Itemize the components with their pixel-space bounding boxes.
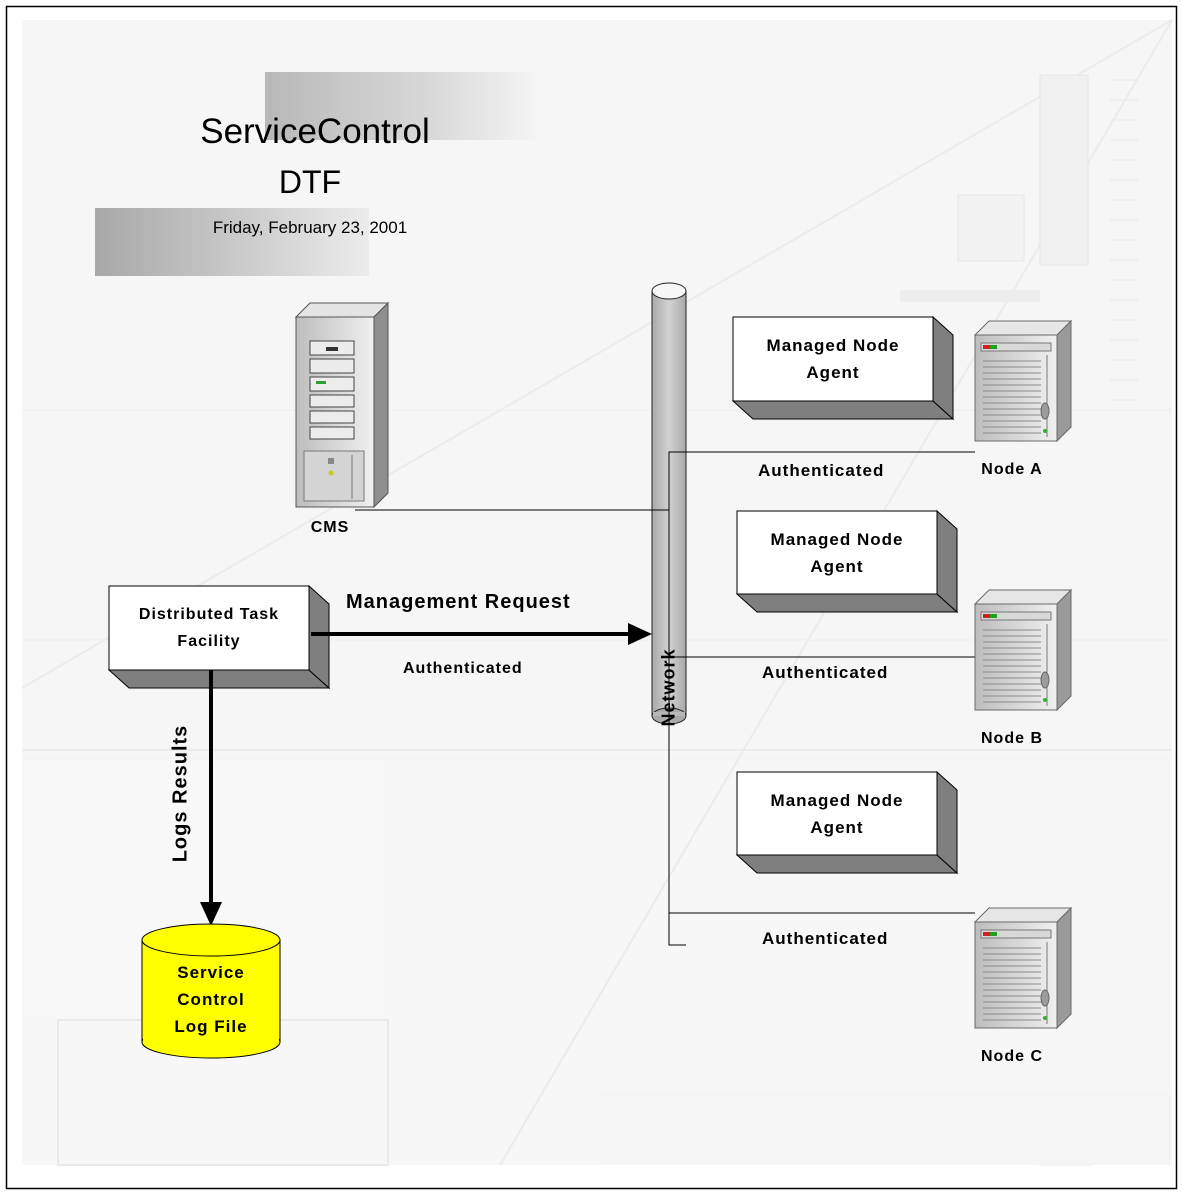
cms-server <box>294 301 390 509</box>
log-file-line1: Service <box>177 963 245 982</box>
agent-c-line2: Agent <box>810 818 864 837</box>
dtf-line1: Distributed Task <box>138 606 280 623</box>
logs-results-arrow <box>200 670 222 926</box>
log-file-line2: Control <box>177 990 245 1009</box>
title-line1: ServiceControl <box>200 112 430 151</box>
agent-b-line2: Agent <box>810 557 864 576</box>
agent-a-line2: Agent <box>806 363 860 382</box>
agent-b-line1: Managed Node <box>770 530 904 549</box>
node-c-authenticated-label: Authenticated <box>762 929 889 948</box>
agent-box-a-shape <box>731 315 955 421</box>
connector-lines <box>355 451 975 946</box>
management-request-label: Management Request <box>346 591 571 613</box>
dtf-box-shape <box>107 584 331 690</box>
node-a-server <box>974 320 1072 442</box>
node-b-authenticated-label: Authenticated <box>762 663 889 682</box>
title-line2: DTF <box>278 164 342 200</box>
cms-label: CMS <box>310 519 350 536</box>
title-bar-top <box>265 72 537 140</box>
request-authenticated-label: Authenticated <box>403 660 523 677</box>
agent-a-line1: Managed Node <box>766 336 900 355</box>
network-label: Network <box>658 648 679 727</box>
node-b-server <box>974 589 1072 711</box>
title-bar-bottom <box>95 208 369 276</box>
diagram-frame <box>5 5 1178 1190</box>
node-c-label: Node C <box>981 1048 1043 1065</box>
node-a-label: Node A <box>981 461 1043 478</box>
node-b-label: Node B <box>981 730 1043 747</box>
node-c-server <box>974 907 1072 1029</box>
title-date: Friday, February 23, 2001 <box>212 218 408 237</box>
logs-results-label: Logs Results <box>169 724 192 863</box>
agent-box-b-shape <box>735 509 959 614</box>
dtf-line2: Facility <box>177 633 241 650</box>
management-request-arrow <box>311 623 652 645</box>
log-file-line3: Log File <box>174 1017 248 1036</box>
agent-box-c-shape <box>735 770 959 875</box>
agent-c-line1: Managed Node <box>770 791 904 810</box>
node-a-authenticated-label: Authenticated <box>758 461 885 480</box>
log-file-cylinder <box>141 923 281 1059</box>
